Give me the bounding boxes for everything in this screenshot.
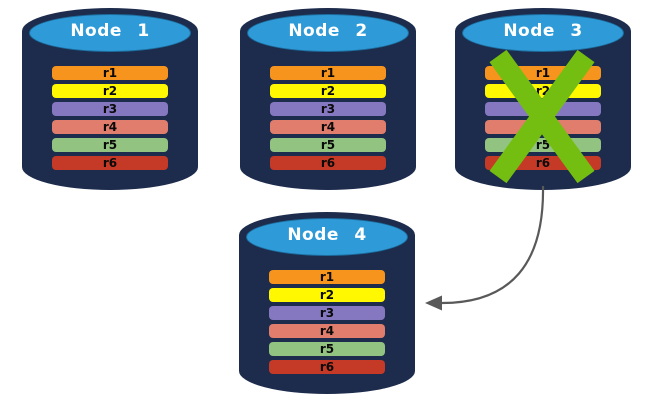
replica-stack: r1 r2 r3 r4 r5 r6: [270, 66, 386, 170]
replica-bar-r6: r6: [52, 156, 168, 170]
replica-bar-r4: r4: [269, 324, 385, 338]
replica-bar-r3: r3: [485, 102, 601, 116]
replica-bar-r6: r6: [485, 156, 601, 170]
replica-bar-r2: r2: [269, 288, 385, 302]
replica-bar-r3: r3: [52, 102, 168, 116]
replica-bar-r1: r1: [269, 270, 385, 284]
replica-bar-r3: r3: [270, 102, 386, 116]
replica-bar-r6: r6: [269, 360, 385, 374]
cylinder-cap: [29, 14, 191, 52]
replica-bar-r4: r4: [485, 120, 601, 134]
node-title: Node 4: [287, 225, 367, 245]
replica-bar-r2: r2: [485, 84, 601, 98]
replica-bar-r3: r3: [269, 306, 385, 320]
replica-bar-r5: r5: [485, 138, 601, 152]
node-2-cylinder: Node 2 r1 r2 r3 r4 r5 r6: [240, 8, 416, 190]
replica-bar-r6: r6: [270, 156, 386, 170]
replica-bar-r5: r5: [269, 342, 385, 356]
replica-bar-r4: r4: [52, 120, 168, 134]
replication-arrow: [441, 185, 545, 305]
replica-stack: r1 r2 r3 r4 r5 r6: [485, 66, 601, 170]
node-3-cylinder: Node 3 r1 r2 r3 r4 r5 r6: [455, 8, 631, 190]
arrow-head-icon: [425, 295, 442, 311]
replica-stack: r1 r2 r3 r4 r5 r6: [52, 66, 168, 170]
cylinder-cap: [246, 218, 408, 256]
node-title: Node 2: [288, 21, 368, 41]
replica-bar-r1: r1: [270, 66, 386, 80]
cylinder-cap: [462, 14, 624, 52]
replica-bar-r1: r1: [52, 66, 168, 80]
replica-bar-r5: r5: [52, 138, 168, 152]
node-title: Node 1: [70, 21, 150, 41]
replica-stack: r1 r2 r3 r4 r5 r6: [269, 270, 385, 374]
node-title: Node 3: [503, 21, 583, 41]
node-1-cylinder: Node 1 r1 r2 r3 r4 r5 r6: [22, 8, 198, 190]
replica-bar-r2: r2: [52, 84, 168, 98]
replica-bar-r4: r4: [270, 120, 386, 134]
replica-bar-r5: r5: [270, 138, 386, 152]
replica-bar-r1: r1: [485, 66, 601, 80]
cylinder-cap: [247, 14, 409, 52]
node-4-cylinder: Node 4 r1 r2 r3 r4 r5 r6: [239, 212, 415, 394]
replica-bar-r2: r2: [270, 84, 386, 98]
